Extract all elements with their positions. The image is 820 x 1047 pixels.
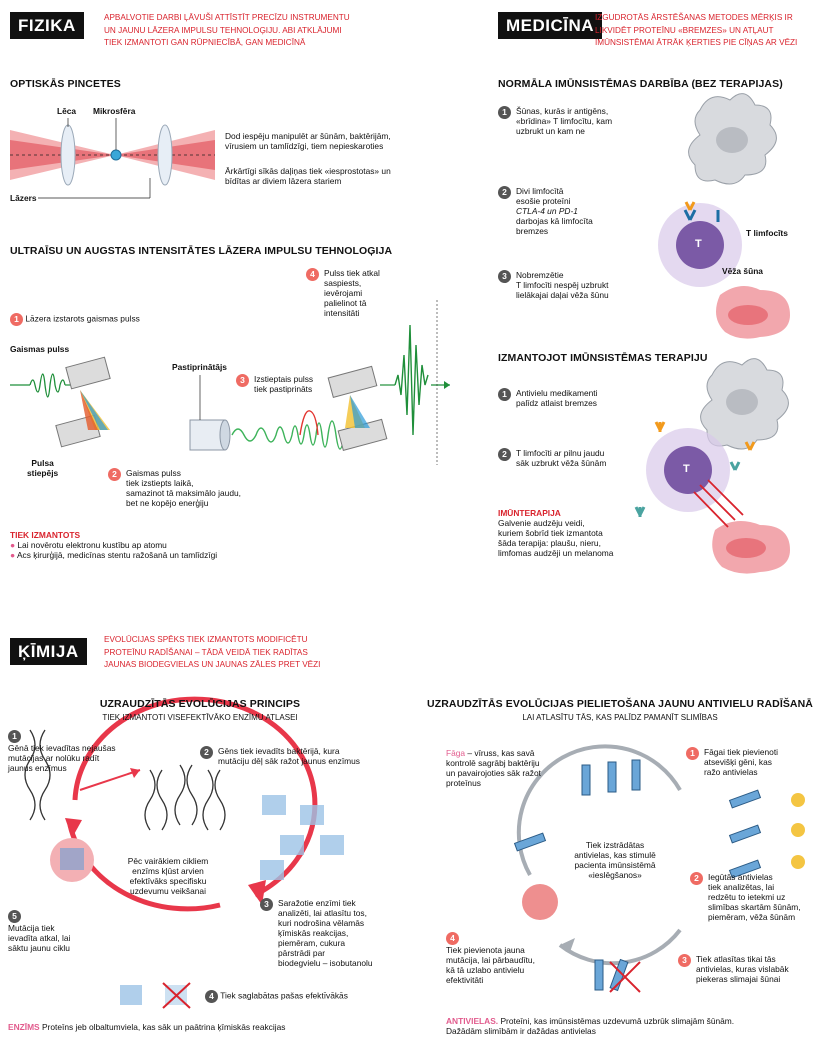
amplifier-label: Pastiprinātājs (172, 362, 227, 372)
immune-normal-title: NORMĀLA IMŪNSISTĒMAS DARBĪBA (BEZ TERAPI… (498, 78, 783, 90)
kimija-intro: EVOLŪCIJAS SPĒKS TIEK IZMANTOTS MODIFICĒ… (104, 635, 321, 669)
fizika-intro: APBALVOTIE DARBI ĻĀVUŠI ATTĪSTĪT PRECĪZU… (104, 13, 350, 47)
cancer-cell-label: Vēža šūna (722, 266, 763, 276)
antibody-cycle (513, 744, 805, 993)
tweezers-diagram (10, 118, 215, 199)
immune-therapy-diagram (634, 358, 790, 574)
antibodies-title: UZRAUDZĪTĀS EVOLŪCIJAS PIELIETOŠANA JAUN… (427, 698, 813, 710)
normal-step-1: 1 Šūnas, kurās ir antigēns,«brīdina» T l… (498, 106, 612, 136)
tweezers-desc-2: Ārkārtīgi sīkās daļiņas tiek «iesprostot… (225, 166, 391, 186)
section-tag-kimija: ĶĪMIJA (10, 638, 87, 665)
principle-subtitle: TIEK IZMANTOTI VISEFEKTĪVĀKO ENZĪMU ATLA… (102, 713, 298, 722)
principle-title: UZRAUDZĪTĀS EVOLŪCIJAS PRINCIPS (99, 698, 301, 710)
antibody-definition: ANTIVIELAS. Proteīni, kas imūnsistēmas u… (446, 1016, 735, 1036)
principle-step-4: 4 Tiek saglabātas pašas efektīvākās (205, 990, 348, 1003)
evolution-cycle (24, 696, 344, 1009)
tcell-letter-therapy: T (683, 463, 690, 475)
lens-label: Lēca (57, 106, 77, 116)
immune-therapy-title: IZMANTOJOT IMŪNSISTĒMAS TERAPIJU (498, 352, 708, 364)
section-tag-fizika: FIZIKA (10, 12, 84, 39)
immunotherapy-note: IMŪNTERAPIJA Galvenie audzēju veidi,kuri… (498, 508, 614, 558)
section-tag-medicina: MEDICĪNA (498, 12, 603, 39)
tweezers-title: OPTISKĀS PINCETES (10, 78, 121, 90)
enzyme-definition: ENZĪMS Proteīns jeb olbaltumviela, kas s… (8, 1022, 286, 1032)
tweezers-desc-1: Dod iespēju manipulēt ar šūnām, baktērij… (225, 131, 391, 151)
tcell-label: T limfocīts (746, 228, 788, 238)
pulse-label: Gaismas pulss (10, 344, 70, 354)
tcell-letter: T (695, 238, 702, 250)
antibodies-subtitle: LAI ATLASĪTU TĀS, KAS PALĪDZ PAMANĪT SLI… (522, 713, 718, 722)
ultrafast-step-1: 1 Lāzera izstarots gaismas pulss (10, 313, 140, 326)
immune-normal-diagram (658, 93, 790, 339)
laser-label: Lāzers (10, 193, 37, 203)
ultrafast-diagram (10, 300, 450, 465)
used-list: TIEK IZMANTOTS ● Lai novērotu elektronu … (10, 530, 218, 560)
microsphere-label: Mikrosfēra (93, 106, 136, 116)
phage-definition: Fāga – vīruss, kas savā kontrolē sagrābj… (446, 748, 541, 788)
ultrafast-title: ULTRAĪSU UN AUGSTAS INTENSITĀTES LĀZERA … (10, 245, 393, 257)
